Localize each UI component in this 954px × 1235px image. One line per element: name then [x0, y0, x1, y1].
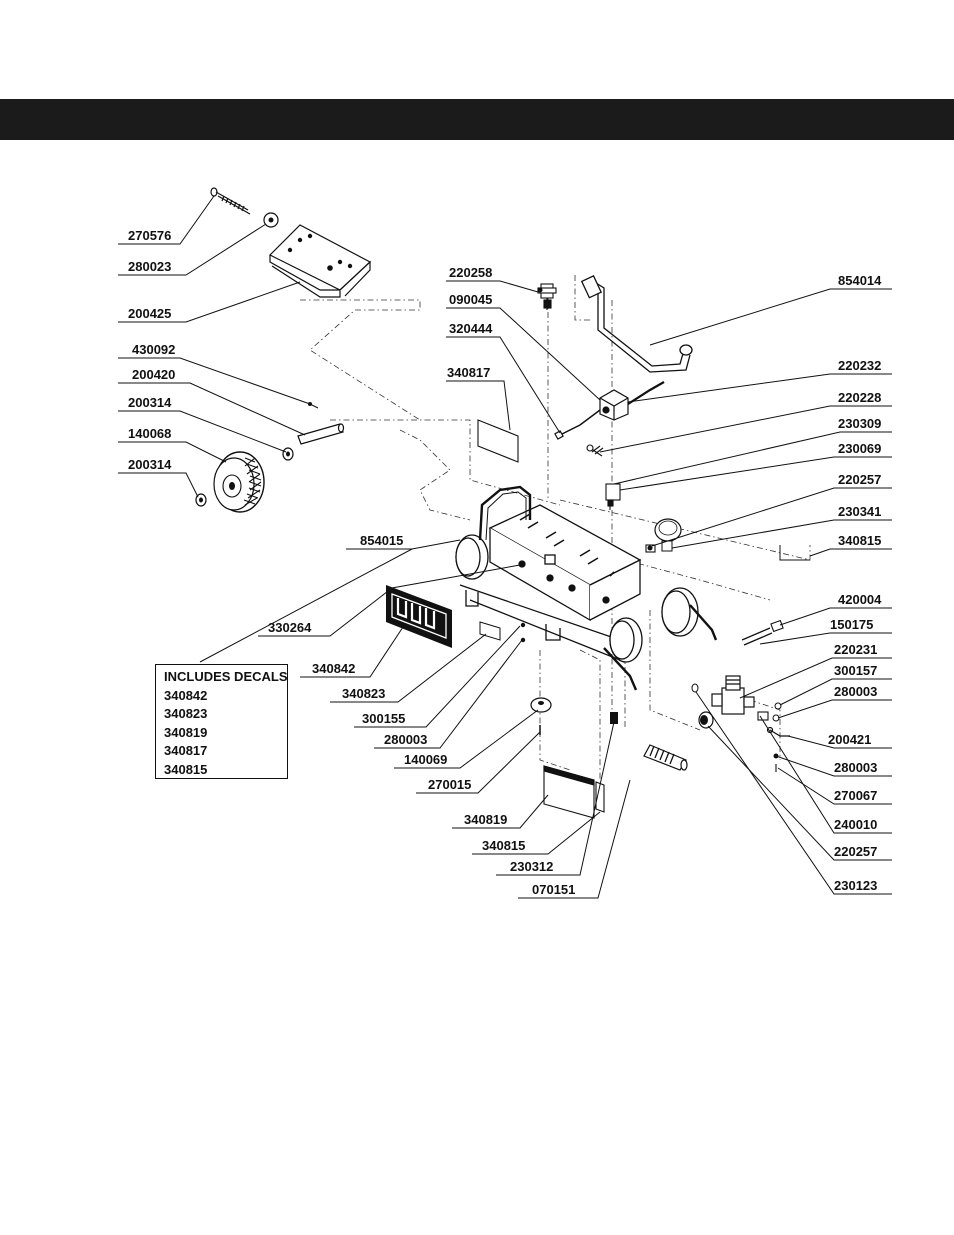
brand-decal-340842-part [386, 585, 452, 648]
callout-label: 340842 [312, 661, 355, 676]
foot-140069-part [530, 697, 552, 735]
callout-label: 140069 [404, 752, 447, 767]
callout-label: 280003 [384, 732, 427, 747]
header-bar [0, 99, 954, 140]
callout-label: 230312 [510, 859, 553, 874]
decal-340817-part [477, 419, 519, 463]
callout-label: 220228 [838, 390, 881, 405]
callout-label: 430092 [132, 342, 175, 357]
valve-220258-part [537, 283, 557, 310]
hose-070151-part [643, 744, 688, 771]
callout-label: 300155 [362, 711, 405, 726]
leader-lines [118, 195, 892, 899]
callout-label: 090045 [449, 292, 492, 307]
decal-box-title: INCLUDES DECALS [164, 669, 288, 684]
fitting-220257-part [645, 544, 656, 553]
decal-item: 340815 [164, 761, 208, 777]
callout-label: 340823 [342, 686, 385, 701]
fitting-230069-part [605, 483, 621, 510]
washer-300155-part [520, 622, 526, 643]
mounting-plate-200425-part [268, 224, 372, 298]
callout-labels: 270576 280023 200425 430092 200420 20031… [128, 228, 882, 897]
includes-decals-box: INCLUDES DECALS 340842 340823 340819 340… [155, 664, 288, 779]
callout-label: 270067 [834, 788, 877, 803]
callout-label: 140068 [128, 426, 171, 441]
callout-label: 270576 [128, 228, 171, 243]
callout-label: 200314 [128, 457, 172, 472]
pressure-switch-220232-part [554, 381, 665, 440]
fitting-300157-part [774, 702, 782, 710]
callout-label: 240010 [834, 817, 877, 832]
nut-200314-part [195, 493, 207, 507]
axle-200420-part [297, 423, 345, 445]
callout-label: 230341 [838, 504, 881, 519]
bolt-270576-part [210, 187, 251, 215]
decal-340819-part [543, 765, 595, 819]
decal-item: 340842 [164, 687, 208, 703]
callout-label: 230309 [838, 416, 881, 431]
fitting-220257b-part [691, 683, 699, 693]
callout-label: 220257 [838, 472, 881, 487]
callout-label: 220257 [834, 844, 877, 859]
bracket-200421-part [766, 726, 790, 737]
callout-label: 854014 [838, 273, 882, 288]
callout-label: 320444 [449, 321, 493, 336]
callout-label: 230069 [838, 441, 881, 456]
spacer-200314-part [282, 447, 294, 461]
callout-label: 270015 [428, 777, 471, 792]
check-valve-220228-part [586, 444, 604, 457]
callout-label: 200314 [128, 395, 172, 410]
callout-label: 420004 [838, 592, 882, 607]
callout-label: 230123 [834, 878, 877, 893]
callout-label: 220231 [834, 642, 877, 657]
fitting-420004-part [770, 619, 784, 633]
decal-340823-part [479, 621, 501, 641]
callout-label: 340819 [464, 812, 507, 827]
tank-frame-854015-part [455, 485, 718, 691]
callout-label: 200420 [132, 367, 175, 382]
callout-label: 070151 [532, 882, 575, 897]
callout-label: 220232 [838, 358, 881, 373]
decal-340815-lower-part [595, 781, 605, 813]
callout-label: 300157 [834, 663, 877, 678]
callout-label: 330264 [268, 620, 312, 635]
callout-label: 280023 [128, 259, 171, 274]
callout-label: 220258 [449, 265, 492, 280]
wheel-140068-part [213, 451, 265, 513]
tube-150175-part [741, 627, 773, 646]
callout-label: 200421 [828, 732, 871, 747]
callout-label: 280003 [834, 684, 877, 699]
washer-280023-part [263, 212, 279, 228]
callout-label: 854015 [360, 533, 403, 548]
drain-valve-230312-part [610, 712, 618, 724]
callout-label: 340817 [447, 365, 490, 380]
callout-label: 200425 [128, 306, 171, 321]
callout-label: 280003 [834, 760, 877, 775]
gauge-230341-part [654, 518, 682, 552]
decal-340815-right-part [779, 545, 810, 561]
decal-item: 340817 [164, 743, 208, 758]
decal-item: 340819 [164, 724, 208, 740]
gauge-230123-part [698, 711, 714, 729]
callout-label: 150175 [830, 617, 873, 632]
manifold-tube-854014-part [580, 275, 693, 373]
decal-item: 340823 [164, 706, 208, 721]
regulator-220231-part [711, 675, 755, 715]
callout-label: 340815 [838, 533, 881, 548]
plug-240010-part [757, 711, 769, 721]
callout-label: 340815 [482, 838, 525, 853]
pin-430092-part [308, 402, 319, 409]
